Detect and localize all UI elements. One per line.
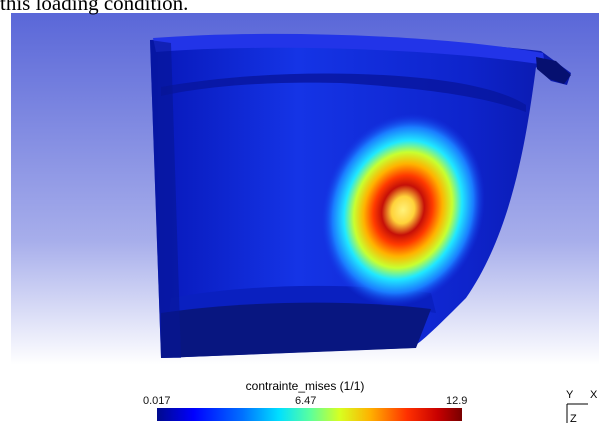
legend-mid-label: 6.47 (295, 395, 317, 407)
triad-y-label: Y (566, 389, 574, 401)
triad-axes-icon (566, 403, 588, 423)
triad-x-label: X (590, 389, 598, 401)
legend-title: contrainte_mises (1/1) (245, 379, 365, 393)
legend-colorbar (157, 408, 462, 421)
stress-hotspot (321, 113, 485, 307)
stress-render[interactable] (11, 13, 599, 427)
triad-z-label: Z (570, 413, 577, 425)
caption-text: this loading condition. (0, 0, 189, 15)
render-viewport[interactable]: contrainte_mises (1/1) 0.017 6.47 12.9 Y… (11, 13, 599, 427)
legend-max-label: 12.9 (446, 395, 468, 407)
legend-min-label: 0.017 (143, 395, 171, 407)
